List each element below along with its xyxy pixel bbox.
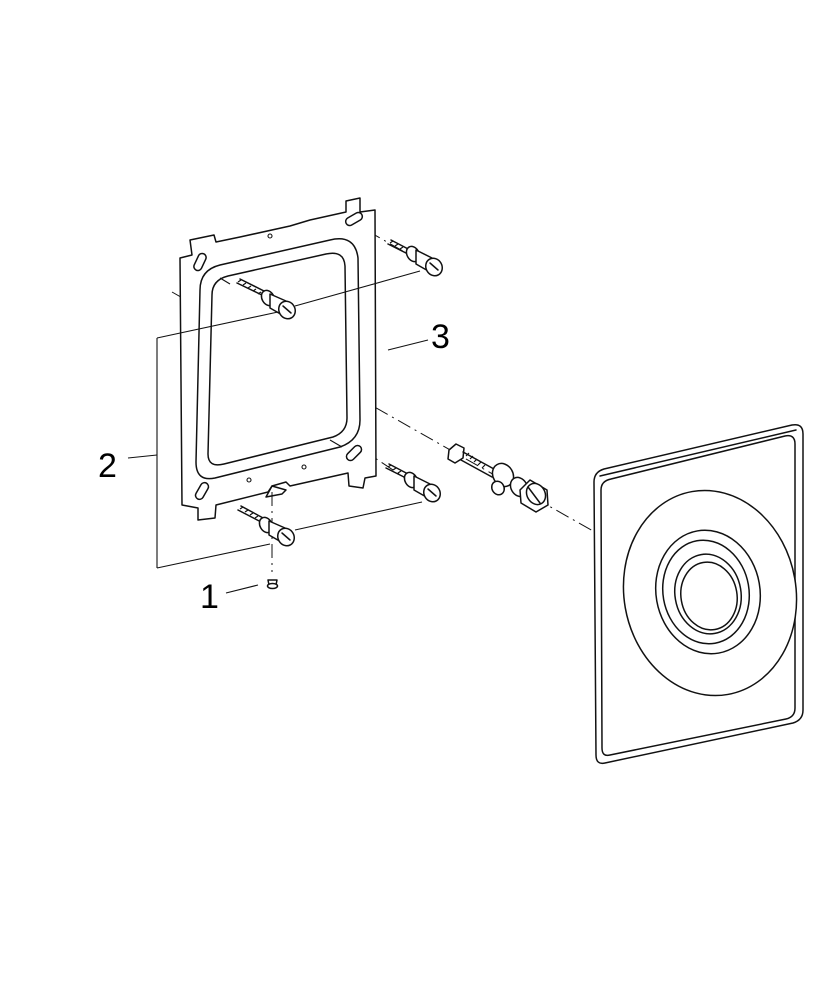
push-adapter (519, 479, 549, 513)
mounting-frame (179, 197, 377, 521)
callout-2-label: 2 (98, 447, 117, 485)
callout-3-label: 3 (431, 318, 450, 356)
small-countersunk-screw (266, 579, 279, 590)
screw-top-left (236, 278, 297, 320)
leader-lines (127, 270, 429, 594)
callout-1-label: 1 (200, 578, 219, 616)
screw-bottom-left (237, 505, 296, 547)
flush-button (622, 489, 798, 697)
screw-bottom-right (385, 463, 442, 503)
screw-top-right (387, 239, 444, 277)
